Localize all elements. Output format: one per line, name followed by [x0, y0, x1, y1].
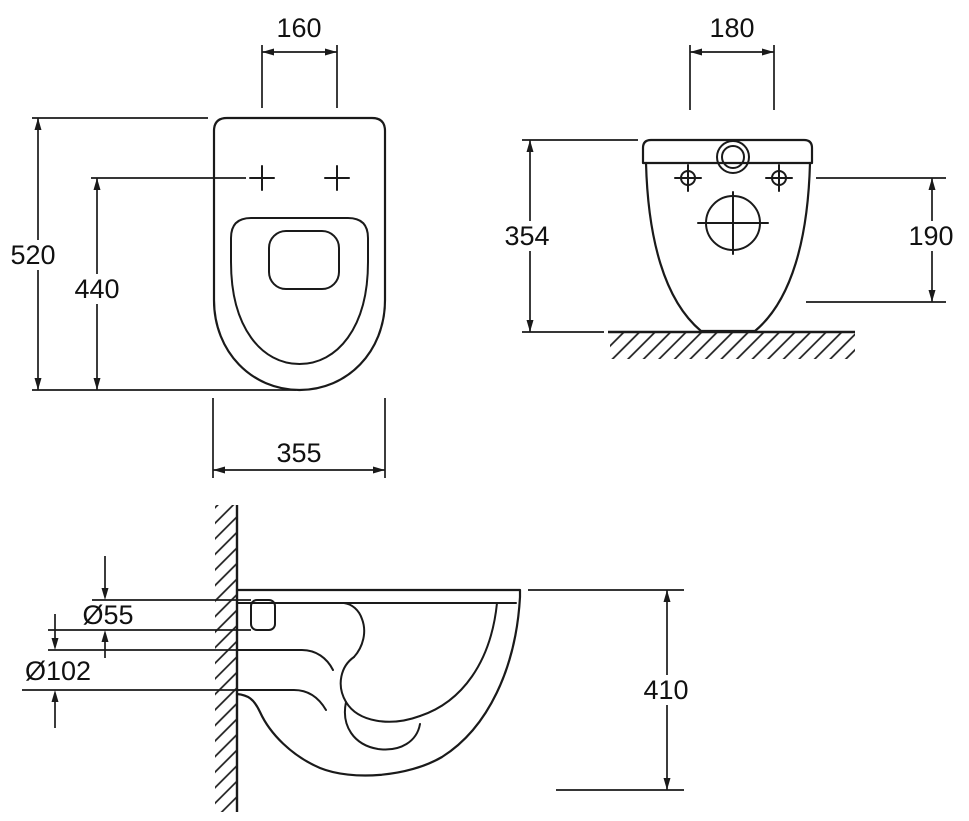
dimension-outlet-height-front: 190: [806, 177, 958, 303]
dim-label-190: 190: [908, 221, 953, 251]
dim-label-355: 355: [276, 438, 321, 468]
plan-bowl-opening: [230, 217, 369, 365]
dimension-inlet-diameter: Ø55: [48, 556, 251, 658]
water-inlet-connector: [250, 599, 276, 631]
dimension-overall-width-plan: 355: [212, 398, 386, 478]
dim-label-354: 354: [504, 221, 549, 251]
flush-button-outer-circle: [716, 140, 750, 174]
dim-label-520: 520: [10, 240, 55, 270]
front-view: 180 354 190: [501, 13, 958, 359]
dimension-holes-to-front-plan: 440: [72, 177, 246, 390]
front-fixing-hole-left: [674, 164, 702, 192]
dim-label-160: 160: [276, 13, 321, 43]
front-fixing-hole-right: [765, 164, 793, 192]
side-bowl-and-trap: [236, 602, 498, 751]
front-lid-outline: [641, 138, 814, 165]
dimension-fixing-centers-front: 180: [689, 13, 775, 110]
outlet-pipe-bottom: [236, 689, 327, 711]
dimension-overall-height-front: 354: [501, 139, 638, 333]
wall-hatch: [215, 505, 239, 812]
plan-toilet-outline: [212, 116, 387, 392]
dimension-overall-depth-plan: 520: [8, 117, 296, 391]
outlet-pipe-top: [236, 649, 334, 671]
front-body-outline: [644, 161, 812, 333]
flush-button-inner-circle: [721, 145, 745, 169]
plan-view: 160 520 440 355: [8, 13, 387, 478]
dim-label-180: 180: [709, 13, 754, 43]
dim-label-440: 440: [74, 274, 119, 304]
front-ground-hatch: [608, 330, 855, 359]
dimension-fixing-centers-plan: 160: [261, 13, 338, 108]
plan-water-spot: [268, 230, 340, 290]
dimension-overall-height-side: 410: [528, 589, 694, 791]
front-outlet-circle: [697, 191, 769, 255]
side-view: Ø55 Ø102 410: [22, 505, 694, 812]
plan-fixing-hole-left-cross: [249, 165, 275, 191]
dim-label-410: 410: [643, 675, 688, 705]
dim-label-outlet-diameter: Ø102: [25, 656, 91, 686]
dim-label-inlet-diameter: Ø55: [82, 600, 133, 630]
side-toilet-outline: [235, 588, 522, 777]
dimension-outlet-diameter: Ø102: [22, 614, 237, 728]
plan-fixing-hole-right-cross: [324, 165, 350, 191]
